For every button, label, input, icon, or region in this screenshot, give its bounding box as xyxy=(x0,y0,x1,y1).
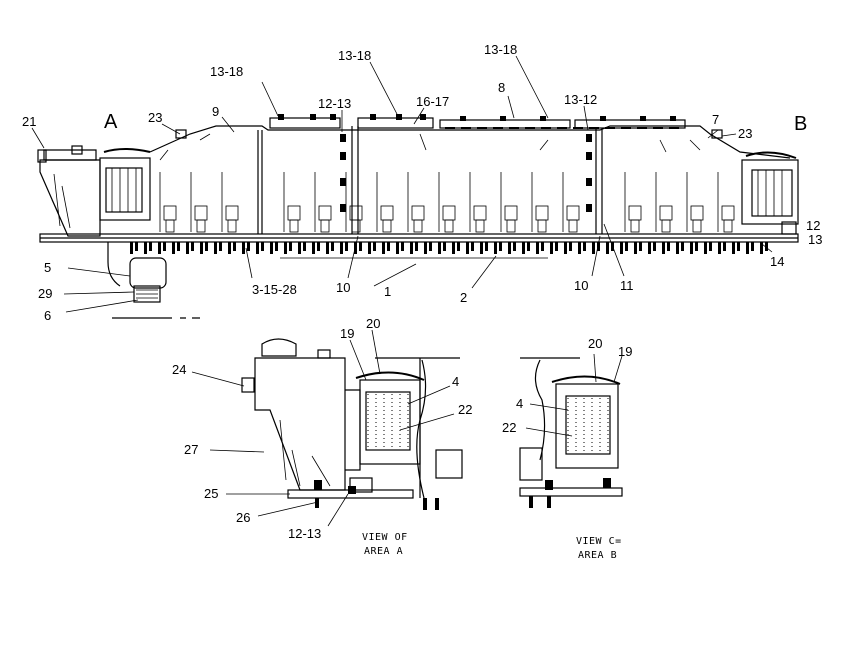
caption-view-b-line1: VIEW C= xyxy=(576,536,622,547)
callout-13-18-a: 13-18 xyxy=(210,64,243,79)
callout-19-a: 19 xyxy=(340,326,354,341)
callout-1: 1 xyxy=(384,284,391,299)
callout-13-18-b: 13-18 xyxy=(338,48,371,63)
left-end-housing xyxy=(37,145,151,237)
callout-7: 7 xyxy=(712,112,719,127)
callout-25: 25 xyxy=(204,486,218,501)
callout-11: 11 xyxy=(620,278,634,293)
callout-3-15-28: 3-15-28 xyxy=(252,282,297,297)
callout-24: 24 xyxy=(172,362,186,377)
callout-22-b: 22 xyxy=(502,420,516,435)
callout-12-right: 12 xyxy=(806,218,820,233)
callout-23-left: 23 xyxy=(148,110,162,125)
main-assembly xyxy=(37,114,799,319)
callout-29: 29 xyxy=(38,286,52,301)
callout-8: 8 xyxy=(498,80,505,95)
callout-26: 26 xyxy=(236,510,250,525)
caption-view-b-line2: AREA B xyxy=(578,550,617,561)
callout-6: 6 xyxy=(44,308,51,323)
callout-20-a: 20 xyxy=(366,316,380,331)
frame-top-outline xyxy=(149,125,791,159)
callout-13-18-c: 13-18 xyxy=(484,42,517,57)
callout-12-13-top: 12-13 xyxy=(318,96,351,111)
callout-13-right: 13 xyxy=(808,232,822,247)
callout-4-b: 4 xyxy=(516,396,523,411)
callout-labels: A B 21 23 9 13-18 12-13 13-18 16-17 8 13… xyxy=(22,42,822,561)
callout-9: 9 xyxy=(212,104,219,119)
callout-12-13-bottom: 12-13 xyxy=(288,526,321,541)
view-area-a xyxy=(241,338,463,510)
view-area-b xyxy=(519,357,623,508)
area-label-a: A xyxy=(104,111,118,133)
mount-5-29-6 xyxy=(107,242,200,319)
callout-20-b: 20 xyxy=(588,336,602,351)
callout-10-right: 10 xyxy=(574,278,588,293)
callout-4-a: 4 xyxy=(452,374,459,389)
callout-19-b: 19 xyxy=(618,344,632,359)
leader-lines xyxy=(31,55,773,527)
beam-bolts xyxy=(130,242,768,254)
area-label-b: B xyxy=(794,113,807,135)
frame-ribs xyxy=(159,172,735,233)
callout-10-left: 10 xyxy=(336,280,350,295)
callout-13-12: 13-12 xyxy=(564,92,597,107)
callout-21: 21 xyxy=(22,114,36,129)
callout-27: 27 xyxy=(184,442,198,457)
callout-14: 14 xyxy=(770,254,784,269)
callout-5: 5 xyxy=(44,260,51,275)
caption-view-a-line2: AREA A xyxy=(364,546,403,557)
right-end-housing xyxy=(741,151,799,235)
callout-23-right: 23 xyxy=(738,126,752,141)
caption-view-a-line1: VIEW OF xyxy=(362,532,408,543)
callout-2: 2 xyxy=(460,290,467,305)
callout-16-17: 16-17 xyxy=(416,94,449,109)
callout-22-a: 22 xyxy=(458,402,472,417)
